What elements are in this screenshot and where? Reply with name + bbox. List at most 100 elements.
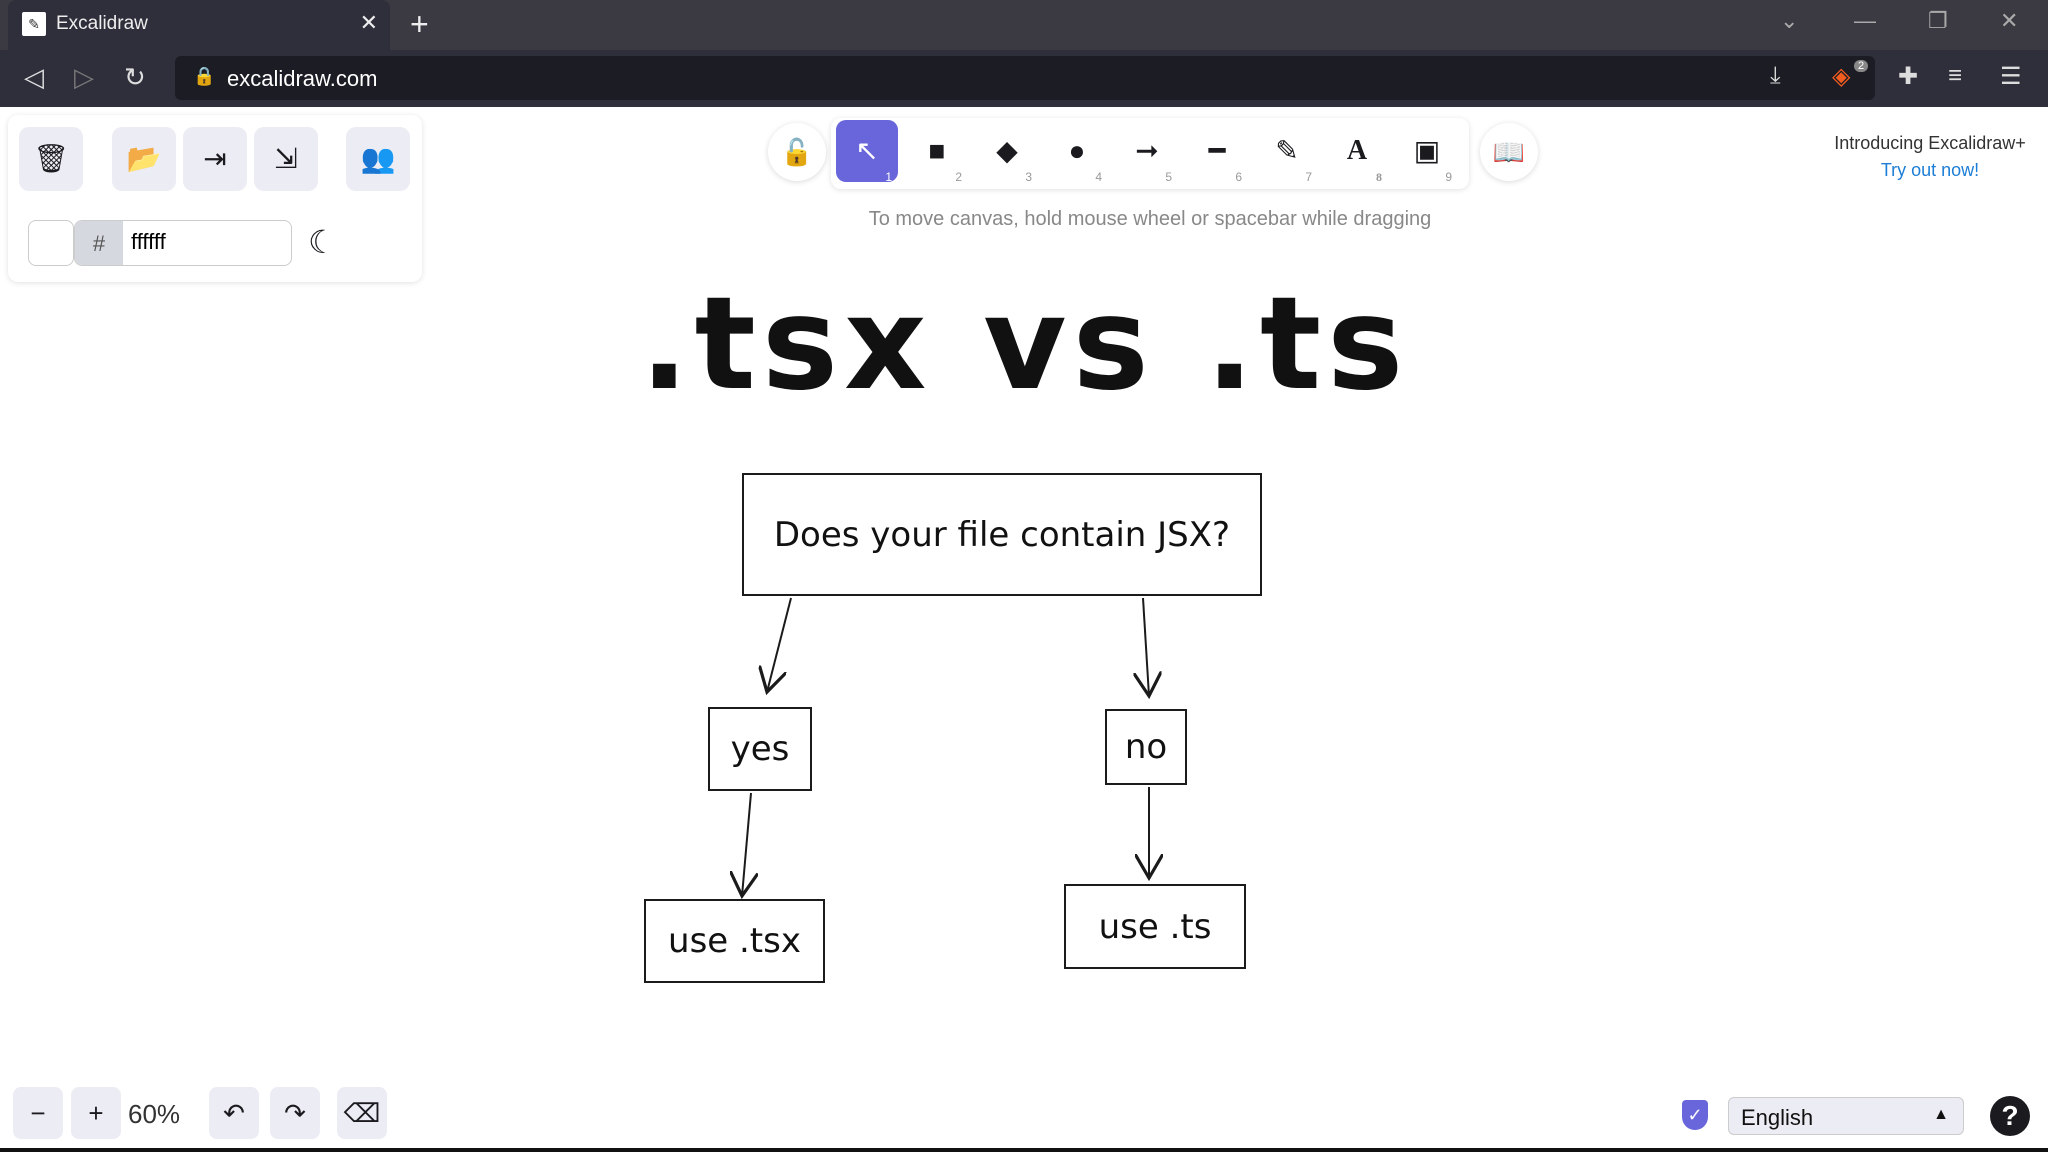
shortcut-key: 6	[1235, 170, 1242, 184]
language-select[interactable]: English ▲	[1728, 1097, 1964, 1135]
zoom-out-button[interactable]: −	[13, 1087, 63, 1139]
question-box[interactable]: Does your file contain JSX?	[742, 473, 1262, 596]
line-icon: ━	[1208, 135, 1226, 166]
back-icon[interactable]: ◁	[24, 62, 44, 92]
library-button[interactable]: 📖	[1480, 123, 1538, 181]
undo-icon: ↶	[223, 1098, 245, 1128]
close-window-icon[interactable]: ✕	[2000, 8, 2019, 33]
tool-draw[interactable]: ✎7	[1256, 120, 1318, 184]
unlock-icon: 🔓	[780, 137, 814, 167]
try-out-link[interactable]: Try out now!	[1880, 160, 1980, 180]
export-image-button[interactable]: ⇲	[254, 127, 318, 191]
shortcut-key: 1	[885, 170, 892, 184]
encryption-shield-icon[interactable]: ✓	[1682, 1100, 1708, 1130]
excalidraw-favicon-icon: ✎	[22, 12, 46, 36]
minimize-icon[interactable]: —	[1854, 8, 1876, 33]
tool-ellipse[interactable]: ●4	[1046, 120, 1108, 184]
file-export-icon: ⇥	[203, 143, 227, 174]
no-box[interactable]: no	[1105, 709, 1187, 785]
restore-icon[interactable]: ❐	[1928, 8, 1948, 33]
arrow-yes-to-tsx[interactable]	[742, 792, 751, 896]
shortcut-key: 7	[1305, 170, 1312, 184]
download-icon[interactable]: ⤓	[1770, 62, 1781, 89]
shortcut-key: 8	[1376, 170, 1382, 184]
yes-text: yes	[730, 729, 790, 769]
background-color-swatch[interactable]	[28, 220, 74, 266]
background-color-field: #	[74, 220, 292, 266]
no-text: no	[1124, 727, 1168, 767]
tool-diamond[interactable]: ◆3	[976, 120, 1038, 184]
tool-arrow[interactable]: ➞5	[1116, 120, 1178, 184]
image-icon: ▣	[1413, 135, 1441, 166]
save-button[interactable]: ⇥	[183, 127, 247, 191]
eraser-button[interactable]: ⌫	[337, 1087, 387, 1139]
users-icon: 👥	[360, 143, 396, 174]
use-ts-box[interactable]: use .ts	[1064, 884, 1246, 969]
dark-mode-toggle-moon-icon[interactable]: ☾	[308, 224, 337, 260]
zoom-level[interactable]: 60%	[128, 1099, 181, 1129]
address-bar[interactable]: 🔒 excalidraw.com	[175, 56, 1875, 100]
undo-button[interactable]: ↶	[209, 1087, 259, 1139]
tool-image[interactable]: ▣9	[1396, 120, 1458, 184]
pointer-icon: ↖	[855, 135, 879, 166]
trash-icon: 🗑	[33, 143, 69, 174]
reload-icon[interactable]: ↻	[124, 62, 146, 92]
diamond-icon: ◆	[996, 135, 1018, 166]
arrow-to-yes[interactable]	[767, 597, 792, 692]
excalidraw-plus-promo: Introducing Excalidraw+ Try out now!	[1800, 133, 2048, 181]
shortcut-key: 2	[955, 170, 962, 184]
lock-tool-button[interactable]: 🔓	[768, 123, 826, 181]
canvas-hint: To move canvas, hold mouse wheel or spac…	[868, 208, 1432, 230]
redo-icon: ↷	[284, 1098, 306, 1128]
use-tsx-text: use .tsx	[668, 921, 801, 961]
book-icon: 📖	[1492, 137, 1526, 167]
minus-icon: −	[30, 1098, 46, 1128]
ellipse-icon: ●	[1068, 135, 1086, 166]
live-collaboration-button[interactable]: 👥	[346, 127, 410, 191]
url-text: excalidraw.com	[227, 66, 378, 91]
browser-tab[interactable]: ✎ Excalidraw ✕	[8, 0, 390, 50]
new-tab-icon[interactable]: +	[410, 6, 429, 42]
eraser-icon: ⌫	[343, 1098, 381, 1128]
brave-shield-icon[interactable]: ◈	[1832, 63, 1851, 90]
question-icon: ?	[2001, 1100, 2019, 1131]
tool-line[interactable]: ━6	[1186, 120, 1248, 184]
tool-rectangle[interactable]: ■2	[906, 120, 968, 184]
language-value: English	[1741, 1105, 1814, 1130]
redo-button[interactable]: ↷	[270, 1087, 320, 1139]
plus-icon: +	[88, 1098, 104, 1128]
use-tsx-box[interactable]: use .tsx	[644, 899, 825, 983]
canvas-title-text[interactable]: .tsx vs .ts	[640, 270, 1410, 419]
rectangle-icon: ■	[928, 135, 946, 166]
menu-icon[interactable]: ☰	[2000, 63, 2022, 90]
shortcut-key: 9	[1445, 170, 1452, 184]
arrow-icon: ➞	[1135, 135, 1159, 166]
help-button[interactable]: ?	[1990, 1096, 2030, 1136]
shortcut-key: 3	[1025, 170, 1032, 184]
lock-icon: 🔒	[193, 66, 216, 86]
zoom-in-button[interactable]: +	[71, 1087, 121, 1139]
browser-tab-bar: ✎ Excalidraw ✕ + ⌄ — ❐ ✕	[0, 0, 2048, 50]
tab-search-icon[interactable]: ⌄	[1780, 8, 1799, 33]
hash-label: #	[75, 221, 123, 265]
question-text: Does your file contain JSX?	[773, 514, 1231, 555]
browser-nav-bar: ◁ ▷ ↻ 🔒 excalidraw.com ⤓ ◈ 2 ✚ ≡ ☰	[0, 50, 2048, 107]
yes-box[interactable]: yes	[708, 707, 812, 791]
playlist-icon[interactable]: ≡	[1948, 62, 1963, 89]
use-ts-text: use .ts	[1098, 906, 1212, 947]
caret-up-icon: ▲	[1933, 1106, 1949, 1123]
background-color-input[interactable]	[131, 229, 281, 255]
tool-selection[interactable]: ↖1	[836, 120, 898, 184]
forward-icon[interactable]: ▷	[74, 62, 94, 92]
open-button[interactable]: 📂	[112, 127, 176, 191]
pencil-icon: ✎	[1275, 135, 1299, 166]
text-icon: A	[1346, 135, 1368, 166]
canvas-menu-panel: 🗑 📂 ⇥ ⇲ 👥 # ☾	[8, 115, 422, 282]
promo-text: Introducing Excalidraw+	[1834, 133, 2026, 153]
extensions-icon[interactable]: ✚	[1898, 63, 1919, 90]
clear-canvas-button[interactable]: 🗑	[19, 127, 83, 191]
close-tab-icon[interactable]: ✕	[359, 10, 378, 35]
arrow-to-no[interactable]	[1143, 597, 1149, 696]
